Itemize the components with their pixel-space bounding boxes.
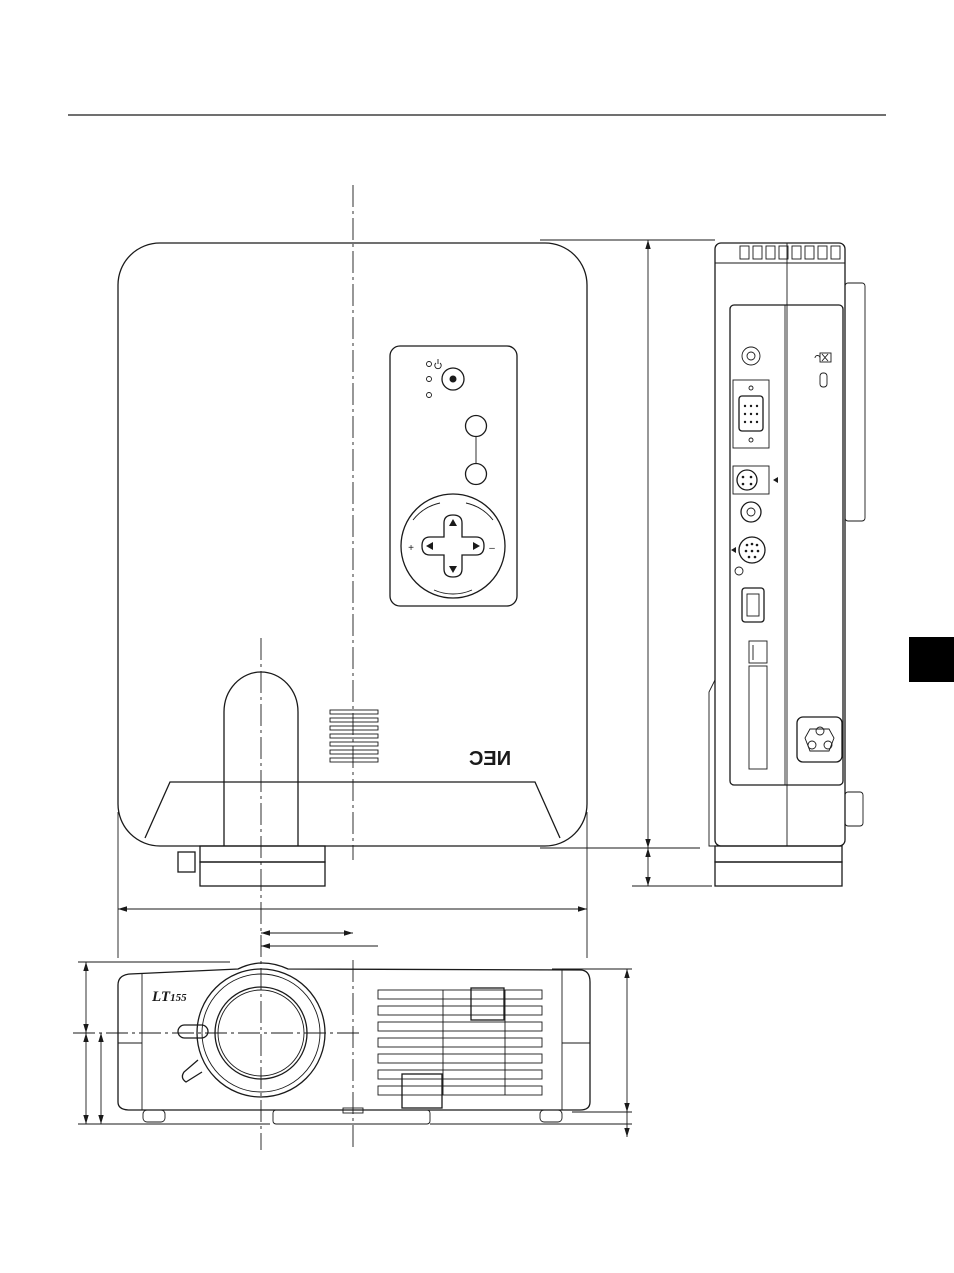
front-view: LT155: [118, 963, 590, 1124]
video-in-jack[interactable]: [741, 502, 761, 522]
side-view-rear-skirt: [709, 680, 715, 846]
plus-label: +: [408, 543, 414, 554]
arrow-right-icon: [473, 542, 480, 550]
zoom-lever[interactable]: [178, 1025, 208, 1038]
model-prefix: LT: [151, 989, 171, 1005]
power-inlet[interactable]: [797, 717, 842, 762]
model-name: LT155: [151, 989, 187, 1005]
front-tilt-foot: [273, 1110, 430, 1124]
foot-block: [200, 862, 325, 886]
lens-ring-base: [200, 846, 325, 862]
model-number: 155: [170, 992, 187, 1004]
source-button[interactable]: [466, 464, 487, 485]
side-view-body: [715, 243, 845, 846]
focus-tab[interactable]: [182, 1060, 202, 1082]
led-lamp: [427, 393, 432, 398]
minus-label: –: [489, 543, 495, 554]
side-knob-upper: [845, 283, 865, 521]
s-video-port[interactable]: [733, 466, 769, 494]
pc-control-port[interactable]: [731, 537, 765, 575]
side-view: [709, 243, 865, 886]
direction-pad-petal-top-left[interactable]: [413, 503, 440, 520]
audio-in-jack[interactable]: [742, 347, 760, 365]
arrow-up-icon: [449, 519, 457, 526]
power-button-dot: [450, 376, 457, 383]
side-vent: [740, 246, 840, 259]
rgb-input-port[interactable]: [733, 380, 769, 448]
front-view-body: [118, 963, 590, 1110]
direction-pad-petal-bottom[interactable]: [434, 590, 472, 594]
top-vent: [330, 710, 378, 762]
front-foot-right: [540, 1110, 562, 1122]
side-view-base: [715, 846, 842, 862]
arrow-left-icon: [426, 542, 433, 550]
menu-button[interactable]: [466, 416, 487, 437]
led-status: [427, 377, 432, 382]
top-view: + – NEC: [118, 243, 587, 886]
side-knob-lower: [845, 792, 863, 826]
audio-in-jack-hole: [747, 352, 755, 360]
top-view-front-chamfer: [145, 782, 560, 838]
side-view-foot: [715, 862, 842, 886]
lens-inner-ring: [215, 987, 307, 1079]
arrow-down-icon: [449, 566, 457, 573]
chapter-tab: [909, 637, 954, 682]
direction-pad: + –: [401, 494, 505, 598]
led-power: [427, 362, 432, 367]
video-in-jack-inner: [747, 508, 755, 516]
security-slot[interactable]: [820, 373, 827, 387]
control-panel: + –: [390, 346, 517, 606]
lens-lever: [178, 852, 195, 872]
security-slot-icon: [815, 353, 831, 362]
standby-icon: [435, 359, 441, 369]
direction-pad-petal-top-right[interactable]: [466, 503, 493, 520]
brand-logo: NEC: [469, 748, 511, 770]
pc-card-slot[interactable]: [749, 641, 767, 769]
usb-port[interactable]: [742, 588, 764, 622]
s-video-marker-icon: [773, 477, 778, 483]
front-foot-left: [143, 1110, 165, 1122]
